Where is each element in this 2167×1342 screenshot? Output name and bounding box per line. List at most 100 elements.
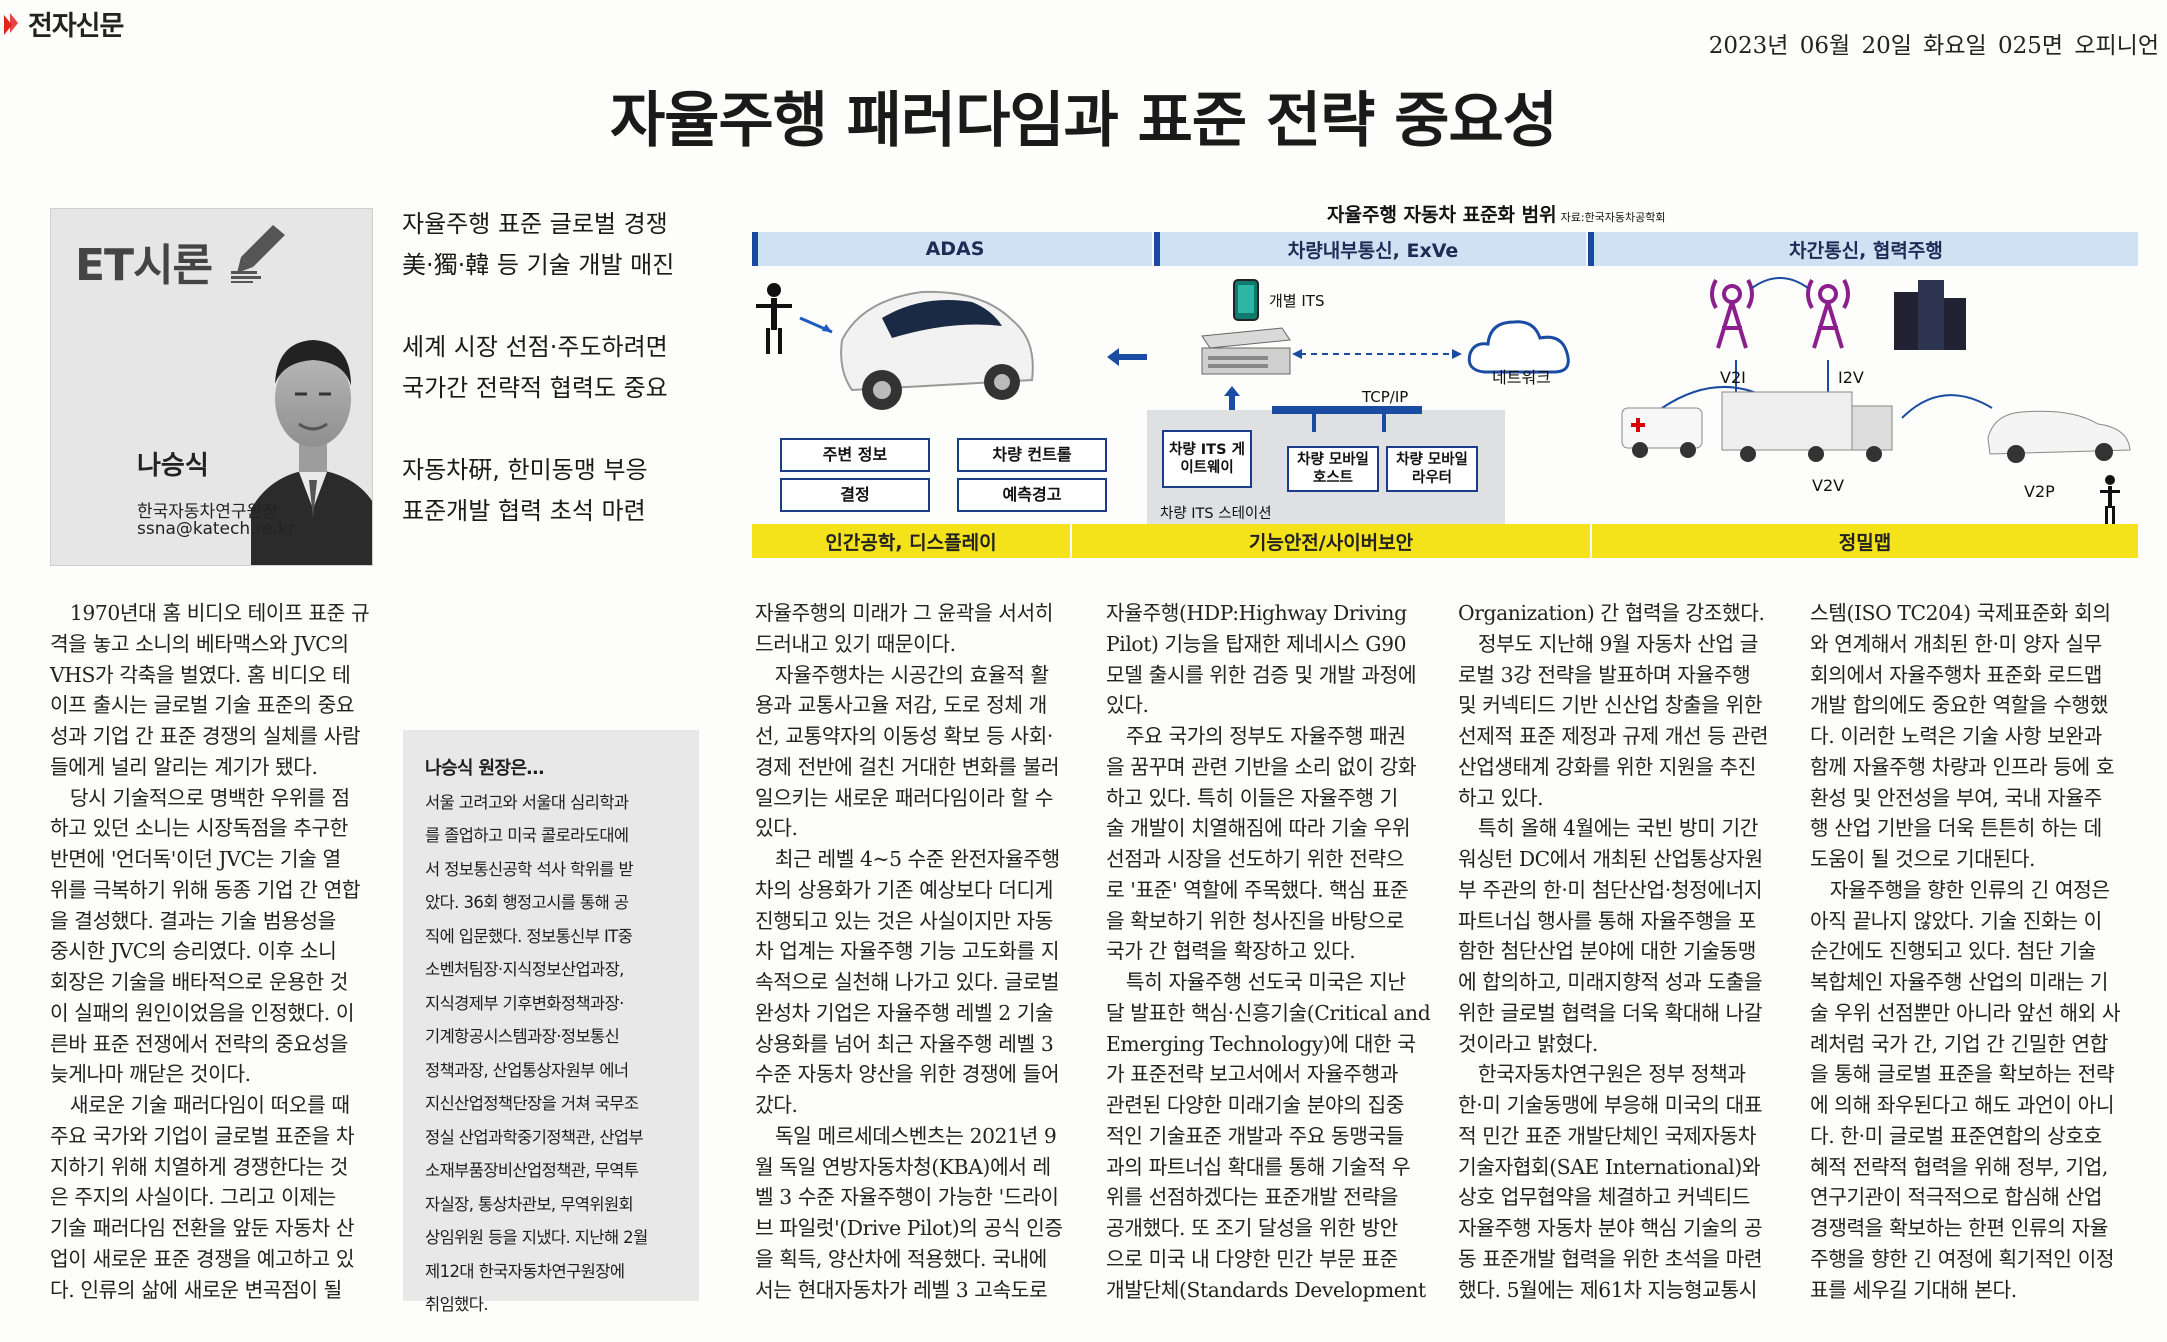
body-line: 파트너십 행사를 통해 자율주행을 포 — [1458, 908, 1757, 933]
pedestrian-icon — [756, 283, 792, 354]
adas-box: 결정 — [780, 478, 930, 512]
body-line: 것이라고 밝혔다. — [1458, 1031, 1598, 1056]
body-line: 자율주행(HDP:Highway Driving — [1106, 601, 1407, 625]
author-organization: 한국자동차연구원장 — [137, 502, 278, 522]
bio-line: 소재부품장비산업정책관, 무역투 — [425, 1161, 639, 1180]
bio-line: 서 정보통신공학 석사 학위를 받 — [425, 859, 634, 879]
body-line: 용과 교통사고율 저감, 도로 정체 개 — [755, 693, 1047, 718]
body-line: 환성 및 안전성을 부여, 국내 자율주 — [1810, 785, 2102, 810]
body-line: 함께 자율주행 차량과 인프라 등에 호 — [1810, 754, 2115, 779]
body-line: 자율주행의 미래가 그 윤곽을 서서히 — [755, 601, 1054, 625]
v2x-label: I2V — [1838, 368, 1864, 387]
bio-line: 정책과장, 산업통상자원부 에너 — [425, 1060, 629, 1080]
subhead-line: 표준개발 협력 초석 마련 — [402, 497, 646, 525]
bio-line: 자실장, 통상차관보, 무역위원회 — [425, 1194, 634, 1214]
body-line: Emerging Technology)에 대한 국 — [1106, 1031, 1416, 1056]
body-line: 기술 패러다임 전환을 앞둔 자동차 산 — [50, 1216, 355, 1240]
body-line: 부 주관의 한·미 첨단산업·청정에너지 — [1458, 877, 1763, 902]
body-line: 진행되고 있는 것은 사실이지만 자동 — [755, 908, 1054, 933]
body-line: 격을 놓고 소니의 베타맥스와 JVC의 — [50, 631, 349, 656]
body-line: 과의 파트너십 확대를 통해 기술적 우 — [1106, 1154, 1411, 1179]
article-headline: 자율주행 패러다임과 표준 전략 중요성 — [610, 86, 1558, 156]
network-label: 네트워크 — [1492, 368, 1551, 387]
scope-bar-adas: ADAS — [752, 232, 1152, 266]
body-line: 술 개발이 치열해짐에 따라 기술 우위 — [1106, 816, 1411, 841]
body-line: 은 주지의 사실이다. 그리고 이제는 — [50, 1185, 336, 1210]
body-line: 워싱턴 DC에서 개최된 산업통상자원 — [1458, 847, 1763, 871]
bio-heading: 나승식 원장은… — [425, 758, 544, 779]
protocol-label: TCP/IP — [1362, 388, 1409, 406]
body-line: 경쟁력을 확보하는 한편 인류의 자율 — [1810, 1216, 2109, 1240]
scope-bar-v2x: 차간통신, 협력주행 — [1588, 232, 2138, 266]
body-line: 회장은 기술을 배타적으로 운용한 것 — [50, 970, 349, 994]
scope-bar-in-vehicle: 차량내부통신, ExVe — [1154, 232, 1586, 266]
body-line: 월 독일 연방자동차청(KBA)에서 레 — [755, 1154, 1051, 1179]
body-line: Organization) 간 협력을 강조했다. — [1458, 601, 1765, 625]
subhead-group: 자동차硏, 한미동맹 부응 표준개발 협력 초석 마련 — [402, 450, 674, 532]
body-line: 개발 합의에도 중요한 역할을 수행했 — [1810, 693, 2109, 718]
body-line: 다. 이러한 노력은 기술 사항 보완과 — [1810, 724, 2102, 748]
body-line: 에 의해 좌우된다고 해도 과언이 아니 — [1810, 1093, 2115, 1117]
body-line: 스템(ISO TC204) 국제표준화 회의 — [1810, 601, 2111, 625]
infographic-title-text: 자율주행 자동차 표준화 범위 — [1327, 204, 1557, 226]
newspaper-masthead: 전자신문 — [2, 4, 124, 43]
body-line: 한국자동차연구원은 정부 정책과 — [1458, 1062, 1746, 1087]
subhead-line: 자율주행 표준 글로벌 경쟁 — [402, 210, 668, 238]
body-line: 상호 업무협약을 체결하고 커넥티드 — [1458, 1185, 1751, 1210]
body-line: 모델 출시를 위한 검증 및 개발 과정에 — [1106, 662, 1417, 687]
body-line: 와 연계해서 개최된 한·미 양자 실무 — [1810, 631, 2102, 656]
body-line: 공개했다. 또 조기 달성을 위한 방안 — [1106, 1216, 1398, 1240]
cloud-icon — [1467, 320, 1570, 374]
body-line: 당시 기술적으로 명백한 우위를 점 — [50, 785, 350, 810]
body-line: 하고 있다. 특히 이들은 자율주행 기 — [1106, 785, 1398, 810]
body-line: 지하기 위해 치열하게 경쟁한다는 것 — [50, 1154, 349, 1179]
body-line: 반면에 '언더독'이던 JVC는 기술 열 — [50, 847, 341, 871]
body-line: 벨 3 수준 자율주행이 가능한 '드라이 — [755, 1185, 1059, 1210]
body-line: 경제 전반에 걸친 거대한 변화를 불러 — [755, 754, 1060, 779]
body-line: 으로 미국 내 다양한 민간 부문 표준 — [1106, 1246, 1398, 1271]
body-line: 이프 출시는 글로벌 기술 표준의 중요 — [50, 693, 355, 718]
body-line: 차의 상용화가 기존 예상보다 더디게 — [755, 877, 1054, 902]
body-line: 했다. 5월에는 제61차 지능형교통시 — [1458, 1277, 1758, 1302]
body-line: 최근 레벨 4~5 수준 완전자율주행 — [755, 847, 1060, 871]
body-line: 자율주행차는 시공간의 효율적 활 — [755, 662, 1049, 687]
body-line: 로 '표준' 역할에 주목했다. 핵심 표준 — [1106, 877, 1409, 902]
mobile-device-icon — [1233, 279, 1259, 321]
body-line: 성과 기업 간 표준 경쟁의 실체를 사람 — [50, 724, 361, 748]
body-line: 브 파일럿'(Drive Pilot)의 공식 인증 — [755, 1216, 1063, 1240]
body-line: 순간에도 진행되고 있다. 첨단 기술 — [1810, 939, 2096, 964]
body-line: 중시한 JVC의 승리였다. 이후 소니 — [50, 939, 337, 964]
mobile-router-box: 차량 모바일 라우터 — [1386, 446, 1478, 492]
author-portrait — [251, 340, 372, 565]
body-line: 관련된 다양한 미래기술 분야의 집중 — [1106, 1093, 1405, 1117]
infographic-source: 자료:한국자동차공학회 — [1560, 211, 1666, 224]
body-line: 위를 선점하겠다는 표준개발 전략을 — [1106, 1185, 1399, 1210]
pedestrian-icon — [2100, 475, 2120, 524]
body-line: 갔다. — [755, 1093, 798, 1117]
body-line: 에 합의하고, 미래지향적 성과 도출을 — [1458, 970, 1763, 994]
body-line: 위한 글로벌 협력을 더욱 확대해 나갈 — [1458, 1000, 1763, 1025]
bio-line: 제12대 한국자동차연구원장에 — [425, 1261, 625, 1281]
bio-line: 직에 입문했다. 정보통신부 IT중 — [425, 926, 633, 946]
body-line: 기술자협회(SAE International)와 — [1458, 1154, 1761, 1179]
body-line: 적 민간 표준 개발단체인 국제자동차 — [1458, 1123, 1757, 1148]
bio-line: 상임위원 등을 지냈다. 지난해 2월 — [425, 1228, 648, 1247]
v2x-illustration — [1621, 277, 2131, 524]
body-line: 함한 첨단산업 분야에 대한 기술동맹 — [1458, 939, 1757, 964]
bio-line: 지식경제부 기후변화정책과장· — [425, 993, 624, 1013]
body-line: 업이 새로운 표준 경쟁을 예고하고 있 — [50, 1246, 355, 1271]
body-line: 을 통해 글로벌 표준을 확보하는 전략 — [1810, 1062, 2115, 1087]
body-line: 늦게나마 깨닫은 것이다. — [50, 1062, 251, 1087]
body-line: 하고 있다. — [1458, 785, 1544, 810]
author-email: ssna@katech.re.kr — [137, 519, 295, 539]
body-line: 들에게 널리 알리는 계기가 됐다. — [50, 754, 318, 779]
body-line: 아직 끝나지 않았다. 기술 진화는 이 — [1810, 908, 2102, 933]
body-line: 특히 자율주행 선도국 미국은 지난 — [1106, 970, 1406, 994]
body-line: 완성차 기업은 자율주행 레벨 2 기술 — [755, 1000, 1054, 1025]
